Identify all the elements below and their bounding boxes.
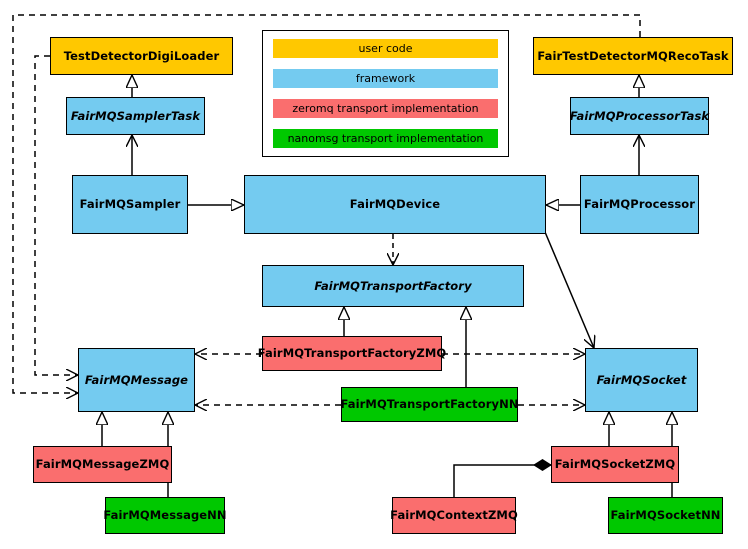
class-box-label: FairMQMessage xyxy=(84,372,189,387)
class-box-fairmqtransportfactoryzmq[interactable]: FairMQTransportFactoryZMQ xyxy=(258,336,446,371)
class-box-fairmqsocket[interactable]: FairMQSocket xyxy=(585,348,698,412)
class-box-fairmqtransportfactorynn[interactable]: FairMQTransportFactoryNN xyxy=(340,387,519,422)
class-box-fairmqprocessor[interactable]: FairMQProcessor xyxy=(580,175,699,234)
class-box-label: FairMQMessageZMQ xyxy=(35,457,170,472)
class-box-label: FairMQSocketZMQ xyxy=(554,457,676,472)
class-box-label: FairTestDetectorMQRecoTask xyxy=(537,48,729,63)
legend-box: user code framework zeromq transport imp… xyxy=(262,30,509,157)
class-box-fairmqsampler[interactable]: FairMQSampler xyxy=(72,175,188,234)
class-box-label: TestDetectorDigiLoader xyxy=(63,48,220,63)
class-box-label: FairMQProcessor xyxy=(583,197,696,212)
class-box-label: FairMQDevice xyxy=(349,197,441,212)
class-box-label: FairMQSocket xyxy=(596,372,687,387)
edge-socketzmq-contextzmq xyxy=(453,465,551,497)
edge-device-socket xyxy=(544,231,594,348)
legend-item-nanomsg: nanomsg transport implementation xyxy=(273,129,498,148)
class-box-label: FairMQTransportFactoryZMQ xyxy=(257,346,447,361)
class-box-label: FairMQSamplerTask xyxy=(70,108,201,123)
class-box-fairmqtransportfactory[interactable]: FairMQTransportFactory xyxy=(262,265,524,307)
class-box-fairmqcontextzmq[interactable]: FairMQContextZMQ xyxy=(390,497,518,534)
class-box-label: FairMQMessageNN xyxy=(103,508,227,523)
legend-label: framework xyxy=(355,72,416,85)
class-box-fairmqsocketzmq[interactable]: FairMQSocketZMQ xyxy=(551,446,679,483)
class-box-fairmqmessage[interactable]: FairMQMessage xyxy=(78,348,195,412)
edge-digiloader-message xyxy=(34,55,78,375)
legend-item-user-code: user code xyxy=(273,39,498,58)
class-box-label: FairMQSampler xyxy=(79,197,181,212)
legend-label: zeromq transport implementation xyxy=(292,102,479,115)
class-box-label: FairMQTransportFactory xyxy=(314,278,472,293)
legend-label: user code xyxy=(358,42,413,55)
legend-item-zeromq: zeromq transport implementation xyxy=(273,99,498,118)
class-box-fairmqdevice[interactable]: FairMQDevice xyxy=(244,175,546,234)
class-box-fairtestdetectormqrecotask[interactable]: FairTestDetectorMQRecoTask xyxy=(533,37,733,75)
edge-recotask-message xyxy=(12,14,641,393)
class-box-label: FairMQProcessorTask xyxy=(569,108,710,123)
class-box-label: FairMQSocketNN xyxy=(610,508,721,523)
class-box-testdetectordigiloader[interactable]: TestDetectorDigiLoader xyxy=(50,37,233,75)
class-box-label: FairMQContextZMQ xyxy=(390,508,518,523)
class-box-fairmqprocessortask[interactable]: FairMQProcessorTask xyxy=(570,97,709,135)
legend-item-framework: framework xyxy=(273,69,498,88)
class-box-fairmqsocketnn[interactable]: FairMQSocketNN xyxy=(608,497,723,534)
class-box-label: FairMQTransportFactoryNN xyxy=(340,397,519,412)
legend-label: nanomsg transport implementation xyxy=(287,132,484,145)
class-box-fairmqmessagezmq[interactable]: FairMQMessageZMQ xyxy=(33,446,172,483)
class-box-fairmqmessagenn[interactable]: FairMQMessageNN xyxy=(103,497,227,534)
class-box-fairmqsamplertask[interactable]: FairMQSamplerTask xyxy=(66,97,205,135)
